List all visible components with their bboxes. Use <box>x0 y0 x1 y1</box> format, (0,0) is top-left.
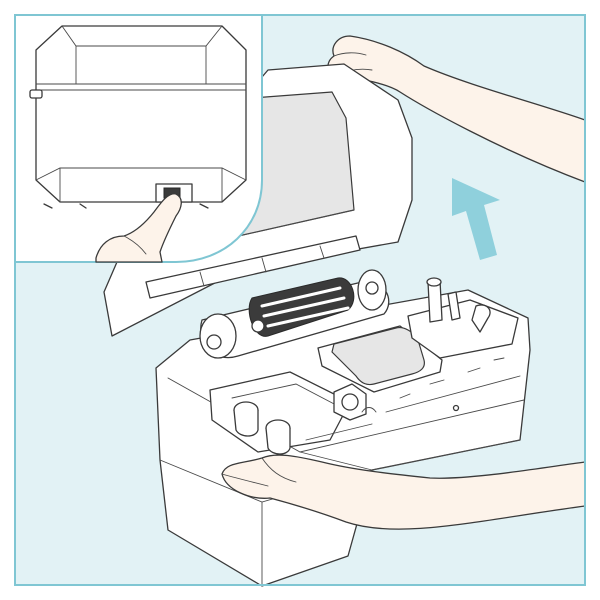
accessory-tray <box>407 277 519 359</box>
filter-cylinder <box>199 269 390 359</box>
inset-closed-device <box>29 25 247 209</box>
outer-frame <box>14 14 586 586</box>
right-hand-lifting-lid <box>327 35 586 183</box>
left-hand-holding-base <box>221 454 586 530</box>
inset-panel <box>14 14 263 263</box>
up-right-arrow-icon <box>452 178 500 260</box>
hex-nut-left <box>333 383 367 421</box>
control-panel-strip <box>305 357 521 441</box>
tablet-tray <box>317 325 443 393</box>
finger-press-button-icon <box>95 193 182 263</box>
small-cups <box>233 401 291 455</box>
